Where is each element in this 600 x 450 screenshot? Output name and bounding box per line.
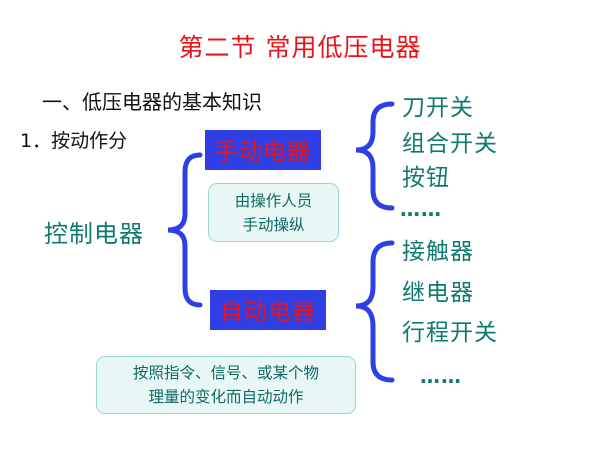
category-manual-appliances: 手动电器 [205, 130, 321, 170]
automatic-note-line-2: 理量的变化而自动动作 [148, 388, 304, 406]
auto-item-ellipsis: …… [420, 364, 462, 388]
manual-item-knife-switch: 刀开关 [402, 95, 474, 121]
subsection-heading: 1．按动作分 [20, 130, 128, 152]
auto-item-travel-switch: 行程开关 [402, 320, 498, 346]
manual-item-combination-switch: 组合开关 [402, 131, 498, 157]
manual-note: 由操作人员 手动操纵 [208, 183, 339, 242]
manual-item-ellipsis: …… [400, 197, 442, 221]
auto-item-relay: 继电器 [402, 280, 474, 306]
manual-item-button: 按钮 [402, 165, 450, 191]
automatic-note: 按照指令、信号、或某个物 理量的变化而自动动作 [96, 356, 356, 414]
manual-note-line-2: 手动操纵 [242, 216, 305, 234]
main-brace [167, 152, 203, 308]
auto-item-contactor: 接触器 [402, 239, 474, 265]
manual-note-line-1: 由操作人员 [234, 192, 313, 210]
auto-items-brace [355, 240, 395, 383]
root-node-control-appliances: 控制电器 [44, 220, 144, 248]
manual-items-brace [355, 101, 395, 211]
automatic-note-line-1: 按照指令、信号、或某个物 [132, 364, 319, 382]
section-heading: 一、低压电器的基本知识 [42, 90, 262, 114]
category-automatic-appliances: 自动电器 [210, 290, 326, 330]
page-title: 第二节 常用低压电器 [178, 33, 422, 62]
